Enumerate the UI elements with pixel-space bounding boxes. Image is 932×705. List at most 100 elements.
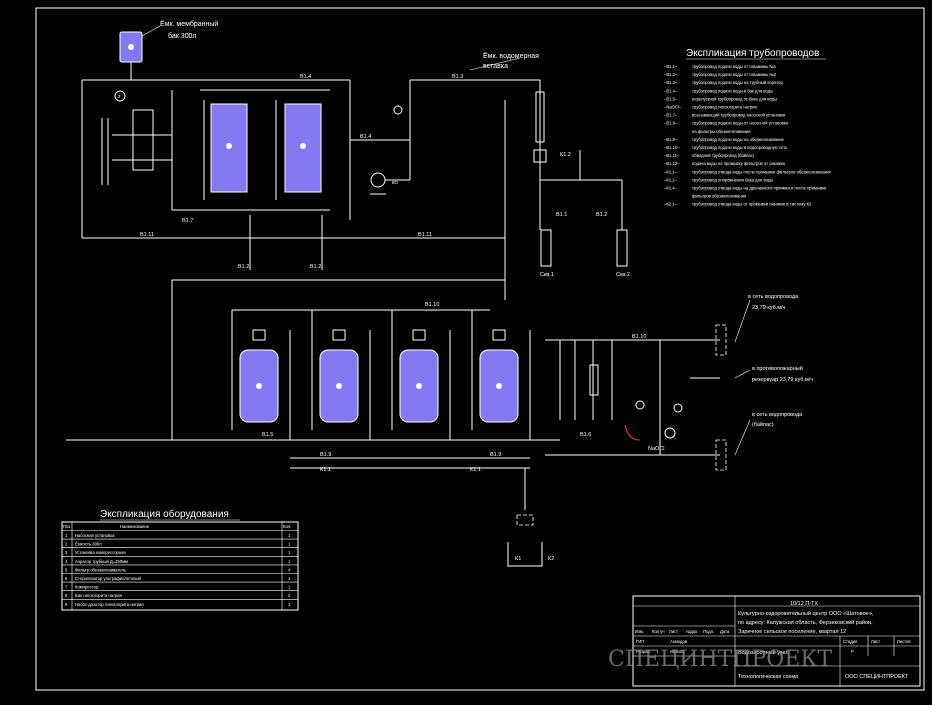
- legend-text: обводной трубопровод (байпас): [692, 153, 755, 158]
- equipment-name: Фильтр обезжелезиватель: [75, 567, 127, 572]
- equipment-header: Кол.: [283, 524, 291, 529]
- outlet-labels: в сеть водопровода 23,79 куб.м/ч в проти…: [734, 294, 813, 456]
- tb-code: 10/12 П-ТХ: [790, 601, 818, 607]
- compressor-unit: 3: [101, 90, 172, 185]
- equipment-pos: 1: [65, 533, 68, 538]
- out-bypass-2: (байпас): [752, 421, 774, 428]
- tb-sheet-name: Водозаборный узел: [738, 649, 789, 656]
- legend-code: –В1.11–: [664, 153, 680, 158]
- out-fire-1: в противопожарный: [752, 365, 803, 372]
- equipment-header: Поз.: [63, 524, 71, 529]
- aerator-columns: [203, 100, 322, 200]
- equipment-qty: 1: [288, 559, 291, 564]
- equipment-qty: 4: [288, 567, 291, 572]
- equipment-qty: 1: [288, 542, 291, 547]
- wells: Скв.1 Скв.2: [540, 229, 630, 278]
- filter-3: [391, 310, 451, 440]
- legend-code: –В1.5–: [664, 96, 678, 101]
- upper-pipework: [81, 79, 623, 440]
- equipment-pos: 4: [65, 559, 68, 564]
- legend-text: трубопровод опорожнения бака для воды: [692, 177, 773, 182]
- code-b11b: В1.11: [418, 232, 432, 238]
- title-block: 10/12 П-ТХ Культурно-оздоровительный цен…: [632, 595, 921, 687]
- legend-text: трубопровод отвода воды на дренажного пр…: [692, 186, 827, 191]
- pump-unit: ВО: [370, 105, 410, 195]
- legend-code: –В1.7–: [664, 113, 678, 118]
- pipe-code-labels: В1.4 В1.3 В1.4 В1.7 В1.11 В1.11 В1.1 В1.…: [140, 74, 665, 473]
- tb-name-1: Ахмедов: [670, 639, 688, 644]
- legend-text: трубопровод подачи воды в бак для воды: [692, 88, 773, 93]
- legend-code: –В1.3–: [664, 80, 678, 85]
- equipment-name: Установка компрессорная: [75, 550, 126, 555]
- legend-code: –В1.12–: [664, 161, 680, 166]
- legend-text: трубопровод отвода воды от промывки сква…: [692, 202, 812, 207]
- drain-k2: К2: [548, 556, 554, 562]
- code-k11b: К1.1: [470, 467, 481, 473]
- legend-text: трубопровод подачи воды в водопроводную …: [692, 145, 788, 150]
- insert-label-1: Ёмк. водомерная: [483, 52, 539, 60]
- filter-4: [471, 310, 531, 440]
- membrane-tank: Ёмк. мембранный бак 300л: [119, 20, 218, 80]
- equipment-pos: 2: [65, 542, 68, 547]
- legend-text: на фильтры обезжелезивания: [692, 129, 751, 134]
- equipment-qty: 1: [288, 576, 291, 581]
- pipe-legend-title: Экспликация трубопроводов: [686, 47, 819, 59]
- filter-bank: [66, 309, 560, 510]
- tb-rev-header: Кол.уч: [652, 629, 665, 634]
- legend-code: –В1.10–: [664, 145, 680, 150]
- pump-bo-label: ВО: [392, 180, 399, 185]
- equipment-pos: 7: [65, 585, 68, 590]
- legend-text: трубопровод подачи воды на обезжелезиван…: [692, 137, 785, 142]
- equipment-pos: 5: [65, 567, 68, 572]
- tb-address-1: по адресу: Калужская область, Ферзиковск…: [738, 619, 873, 626]
- legend-text: перепускной трубопровод от бака для воды: [692, 96, 777, 101]
- legend-code: –К1.4–: [664, 186, 678, 191]
- legend-text: трубопровод подачи воды от скважины №2: [692, 72, 777, 77]
- membrane-tank-label-2: бак 300л: [168, 32, 197, 40]
- equipment-qty: 1: [288, 585, 291, 590]
- legend-text: фильтров обезжелезивания: [692, 194, 746, 199]
- tb-sheets-h: Листов: [897, 639, 911, 644]
- code-naocl: NaOCl: [648, 446, 665, 452]
- legend-text: трубопровод отвода воды после промывки ф…: [692, 169, 831, 174]
- sheet-frame: [35, 7, 925, 691]
- legend-text: всасывающий трубопровод насосной установ…: [692, 113, 786, 118]
- legend-code: –В1.8–: [664, 121, 678, 126]
- insert-label-2: вставка: [483, 63, 508, 70]
- equipment-title: Экспликация оборудования: [100, 508, 229, 520]
- legend-text: подача воды на промывку фильтров от сква…: [692, 161, 786, 166]
- tb-rev-header: Подп.: [703, 629, 714, 634]
- code-b9b: В1.9: [490, 452, 501, 458]
- legend-code: –NaOCl–: [664, 105, 682, 110]
- legend-code: –В1.9–: [664, 137, 678, 142]
- legend-code: –В1.1–: [664, 64, 678, 69]
- equipment-name: Насосная установка: [75, 533, 115, 538]
- code-b12a: В1.2: [238, 264, 249, 270]
- legend-code: –В1.2–: [664, 72, 678, 77]
- tb-stage-h: Стадия: [843, 639, 857, 644]
- code-k12: К1.2: [560, 152, 571, 158]
- out-fire-2: резервуар 23,79 куб.м/ч: [752, 377, 813, 383]
- equipment-name: Компрессор: [75, 585, 99, 590]
- equipment-header: Наименование: [120, 524, 150, 529]
- code-b11a: В1.11: [140, 232, 154, 238]
- code-k11: К1.1: [320, 467, 331, 473]
- legend-text: трубопровод подачи воды от скважины №1: [692, 64, 777, 69]
- equipment-qty: 1: [288, 550, 291, 555]
- filter-2: [311, 310, 371, 440]
- legend-text: трубопровод подачи воды на трубный аэрат…: [692, 80, 784, 85]
- legend-text: трубопровод подачи воды от насосной уста…: [692, 121, 789, 126]
- drain-pit: К1 К2: [507, 514, 554, 567]
- legend-code: –К1.2–: [664, 177, 678, 182]
- code-b10: В1.10: [425, 302, 439, 308]
- tb-role-2: Разраб.: [636, 649, 651, 654]
- drain-k1: К1: [515, 556, 521, 562]
- equipment-name: Аэратор трубный Д=250мм: [75, 559, 128, 564]
- code-b11: В1.1: [556, 212, 567, 218]
- filter-1: [231, 310, 291, 440]
- code-b12: В1.2: [596, 212, 607, 218]
- tb-drawing-name: Технологическая схема: [738, 674, 799, 680]
- code-b14: В1.4: [300, 74, 311, 80]
- legend-text: трубопровод гипохлорита натрия: [692, 105, 757, 110]
- out-main-1: в сеть водопровода: [748, 294, 799, 300]
